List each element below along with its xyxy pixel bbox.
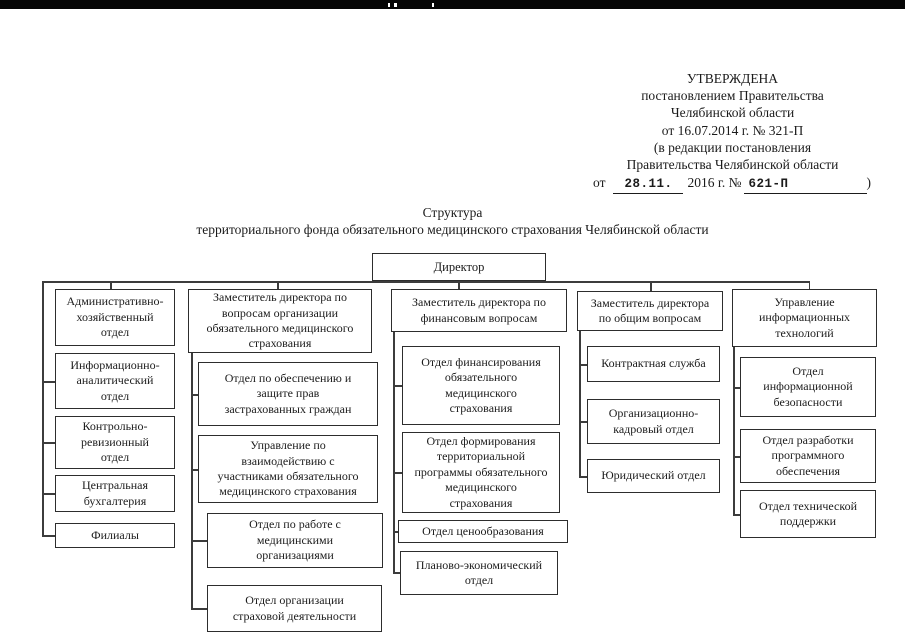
connector-line (42, 281, 44, 536)
connector-line (191, 540, 207, 542)
chart-title: Структура территориального фонда обязате… (0, 204, 905, 238)
org-box-org-kadrovy-otdel: Организационно- кадровый отдел (587, 399, 720, 444)
org-box-kontrolno-revizionny-otdel: Контрольно- ревизионный отдел (55, 416, 175, 469)
connector-line (733, 456, 740, 458)
connector-line (42, 442, 55, 444)
org-box-otdel-cenoobrazovaniya: Отдел ценообразования (398, 520, 568, 543)
connector-line (277, 281, 279, 289)
approval-line-1: УТВЕРЖДЕНА (686, 71, 779, 86)
org-box-otdel-infobez: Отдел информационной безопасности (740, 357, 876, 417)
connector-line (579, 331, 581, 476)
org-box-otdel-strahovoy-deyatelnosti: Отдел организации страховой деятельности (207, 585, 382, 632)
scan-artifact (394, 3, 397, 7)
org-box-otdel-finansirovaniya: Отдел финансирования обязательного медиц… (402, 346, 560, 425)
org-box-otdel-terr-programmy: Отдел формирования территориальной прогр… (402, 432, 560, 513)
connector-line (458, 281, 460, 289)
approval-line-6: Правительства Челябинской области (626, 157, 839, 173)
connector-line (393, 531, 398, 533)
approval-stamp: УТВЕРЖДЕНА постановлением Правительства … (560, 70, 905, 195)
approval-close-paren: ) (866, 175, 872, 191)
org-box-info-analit-otdel: Информационно- аналитический отдел (55, 353, 175, 409)
connector-line (191, 469, 198, 471)
connector-line (393, 472, 402, 474)
connector-line (42, 381, 55, 383)
connector-line (191, 608, 207, 610)
connector-line (393, 332, 395, 573)
approval-line-2: постановлением Правительства (641, 88, 824, 104)
connector-line (579, 476, 587, 478)
org-box-admin-hoz-otdel: Административно- хозяйственный отдел (55, 289, 175, 346)
connector-line (733, 387, 740, 389)
org-box-deputy-general: Заместитель директора по общим вопросам (577, 291, 723, 331)
connector-line (191, 394, 198, 396)
chart-title-line1: Структура (422, 205, 483, 220)
org-box-filialy: Филиалы (55, 523, 175, 548)
connector-line (42, 281, 810, 283)
connector-line (191, 353, 193, 609)
connector-line (733, 514, 740, 516)
handwritten-number: 621-П (743, 176, 867, 195)
org-box-centralnaya-buhgalteriya: Центральная бухгалтерия (55, 475, 175, 512)
scan-artifact (432, 3, 434, 7)
org-box-director: Директор (372, 253, 546, 281)
approval-date-prefix: от (593, 175, 606, 191)
connector-line (110, 281, 112, 289)
connector-line (42, 493, 55, 495)
org-box-upravlenie-it: Управление информационных технологий (732, 289, 877, 347)
org-box-planovo-ekonomichesky: Планово-экономический отдел (400, 551, 558, 595)
connector-line (733, 347, 735, 514)
scan-artifact (388, 3, 390, 7)
org-box-otdel-tehpodderzhki: Отдел технической поддержки (740, 490, 876, 538)
org-box-deputy-oms: Заместитель директора по вопросам органи… (188, 289, 372, 353)
connector-line (393, 572, 400, 574)
connector-line (579, 364, 587, 366)
approval-line-7: от 28.11. 2016 г. № 621-П ) (560, 174, 905, 195)
chart-title-line2: территориального фонда обязательного мед… (196, 222, 709, 237)
org-box-yuridichesky-otdel: Юридический отдел (587, 459, 720, 493)
org-box-otdel-zashity-prav: Отдел по обеспечению и защите прав застр… (198, 362, 378, 426)
org-box-otdel-razrabotki-po: Отдел разработки программного обеспечени… (740, 429, 876, 483)
org-box-kontraktnaya-sluzhba: Контрактная служба (587, 346, 720, 382)
connector-line (42, 535, 55, 537)
org-box-upravlenie-vzaimodeystviya: Управление по взаимодействию с участника… (198, 435, 378, 503)
connector-line (808, 281, 810, 289)
connector-line (650, 281, 652, 291)
approval-number-label: 2016 г. № (687, 175, 742, 191)
handwritten-date: 28.11. (613, 176, 684, 195)
approval-line-3: Челябинской области (670, 105, 795, 121)
org-box-deputy-finance: Заместитель директора по финансовым вопр… (391, 289, 567, 332)
org-box-otdel-rabota-med-org: Отдел по работе с медицинскими организац… (207, 513, 383, 568)
scan-top-edge (0, 0, 905, 9)
approval-line-4: от 16.07.2014 г. № 321-П (661, 122, 804, 138)
approval-line-5: (в редакции постановления (653, 139, 812, 155)
connector-line (579, 421, 587, 423)
connector-line (393, 385, 402, 387)
